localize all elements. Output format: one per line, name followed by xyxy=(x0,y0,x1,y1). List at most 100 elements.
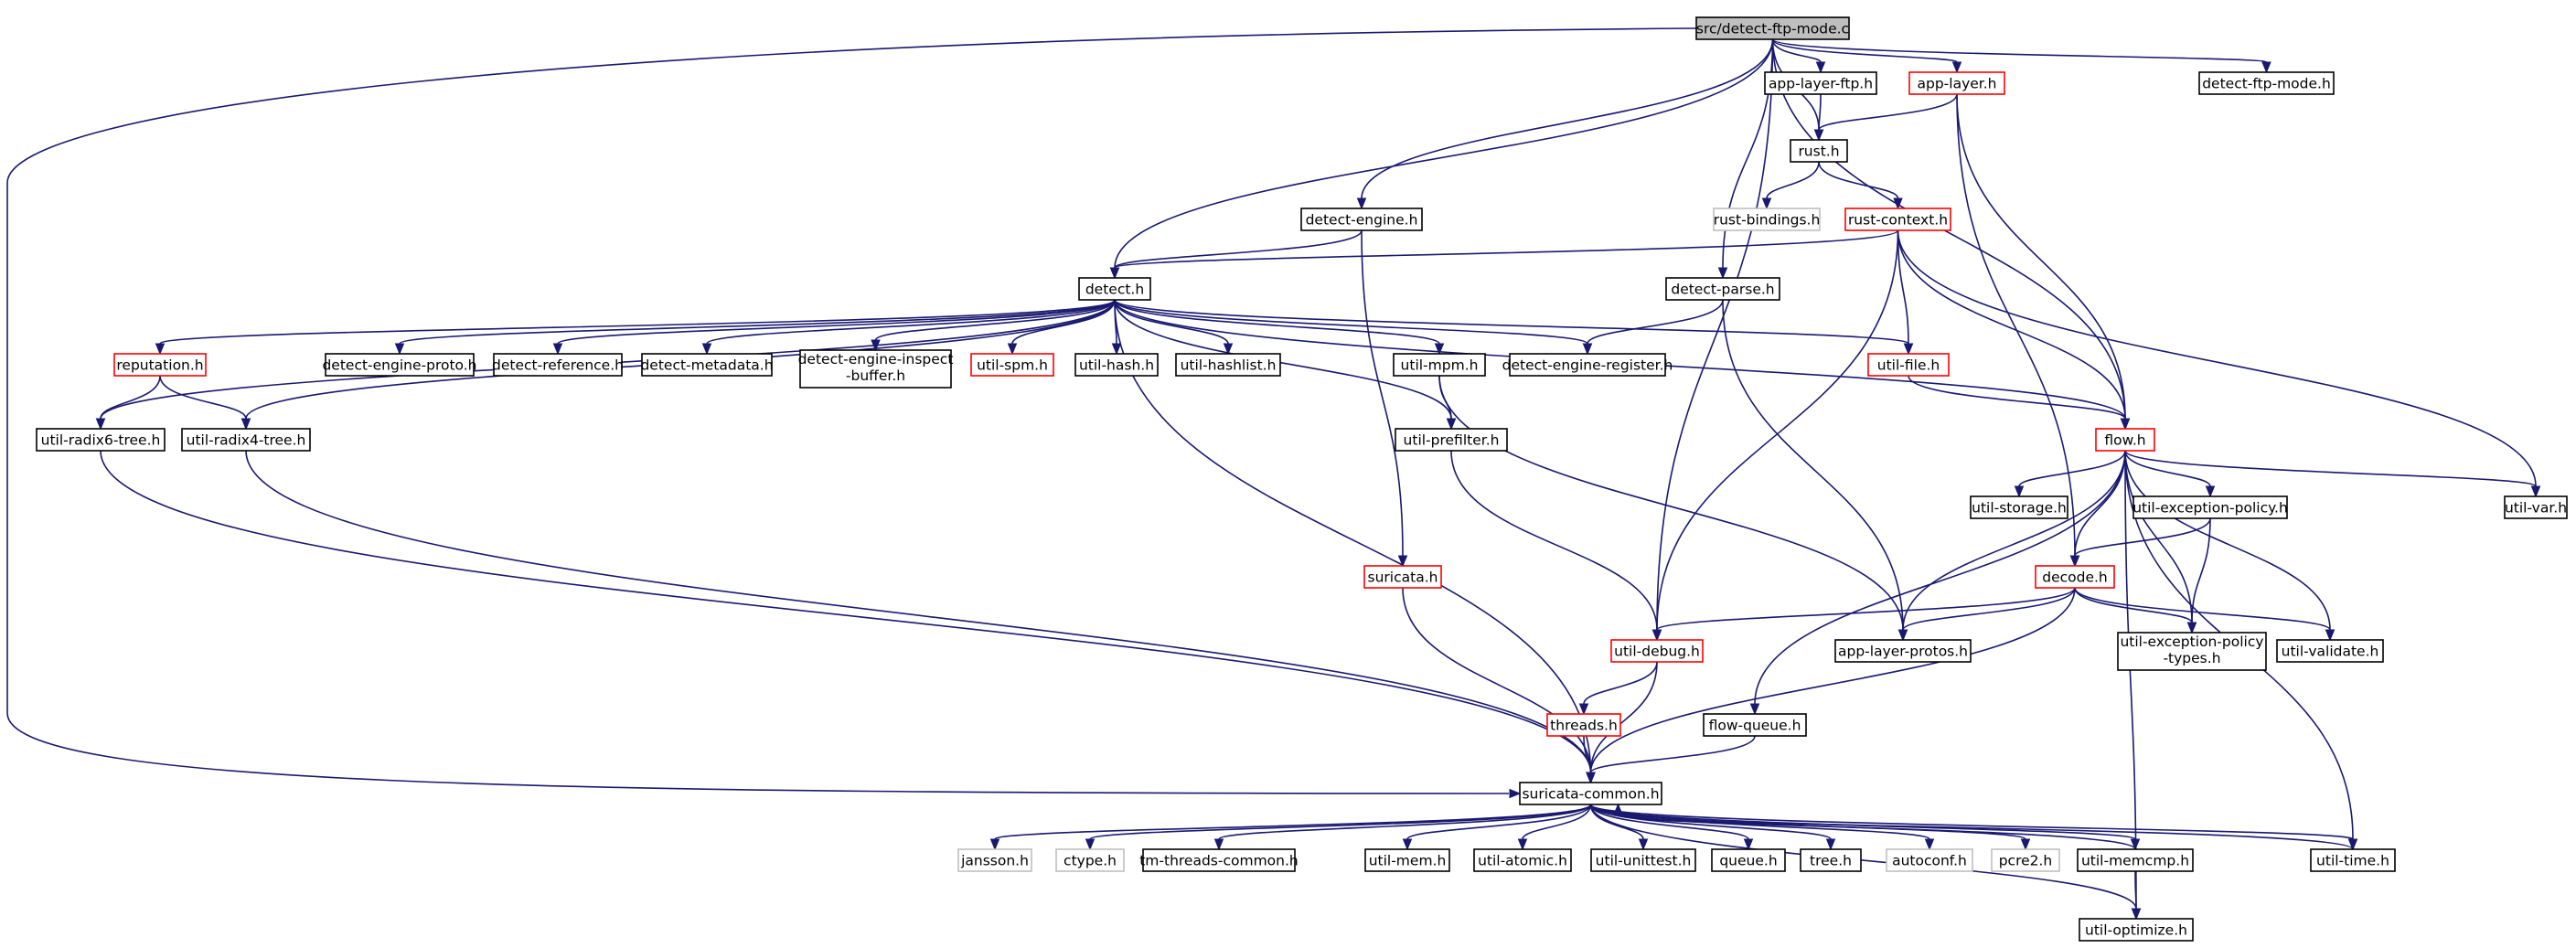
node-app-layer-ftp[interactable]: app-layer-ftp.h xyxy=(1764,71,1877,95)
edge-arrowhead xyxy=(1743,838,1754,851)
node-detect-engine-inspect-buffer[interactable]: detect-engine-inspect-buffer.h xyxy=(798,349,954,389)
edge-line xyxy=(1114,229,1899,269)
edge-detect-to-detect-reference xyxy=(552,299,1116,356)
edge-arrowhead xyxy=(1903,343,1914,356)
edge-arrowhead xyxy=(1586,772,1596,784)
node-util-time[interactable]: util-time.h xyxy=(2310,848,2396,872)
edge-line xyxy=(2134,870,2137,910)
edge-line xyxy=(1589,804,2137,910)
node-util-mem[interactable]: util-mem.h xyxy=(1364,848,1450,872)
node-threads[interactable]: threads.h xyxy=(1546,713,1621,737)
node-util-radix6-tree[interactable]: util-radix6-tree.h xyxy=(36,428,166,452)
node-util-spm[interactable]: util-spm.h xyxy=(970,353,1054,377)
node-suricata[interactable]: suricata.h xyxy=(1363,565,1442,589)
edge-flow-to-flow-queue xyxy=(1749,450,2126,716)
edge-arrowhead xyxy=(552,343,563,356)
node-detect-engine[interactable]: detect-engine.h xyxy=(1300,208,1423,231)
edge-arrowhead xyxy=(1111,343,1122,356)
node-box xyxy=(2079,918,2194,942)
node-util-optimize[interactable]: util-optimize.h xyxy=(2079,918,2194,942)
node-util-file[interactable]: util-file.h xyxy=(1867,353,1950,377)
edge-line xyxy=(399,299,1116,345)
edge-flow-to-util-storage xyxy=(2014,450,2126,498)
node-autoconf[interactable]: autoconf.h xyxy=(1886,848,1973,872)
node-label: util-radix4-tree.h xyxy=(187,432,306,449)
node-box xyxy=(1703,713,1807,737)
edge-line xyxy=(1218,804,1592,840)
node-rust[interactable]: rust.h xyxy=(1790,139,1848,163)
edge-detect-to-util-hashlist xyxy=(1114,299,1234,356)
edge-line xyxy=(2124,450,2331,631)
node-util-atomic[interactable]: util-atomic.h xyxy=(1473,848,1572,872)
node-util-prefilter[interactable]: util-prefilter.h xyxy=(1395,428,1508,452)
edge-line xyxy=(994,804,1592,840)
node-detect-reference[interactable]: detect-reference.h xyxy=(492,353,624,377)
node-reputation[interactable]: reputation.h xyxy=(113,353,207,377)
edge-line xyxy=(159,299,1116,345)
node-box xyxy=(1590,848,1696,872)
node-detect-metadata[interactable]: detect-metadata.h xyxy=(640,353,774,377)
node-util-exception-policy-types[interactable]: util-exception-policy-types.h xyxy=(2117,632,2267,671)
node-app-layer[interactable]: app-layer.h xyxy=(1908,71,2005,95)
edge-detect-engine-to-suricata xyxy=(1361,229,1408,568)
node-app-layer-protos[interactable]: app-layer-protos.h xyxy=(1834,639,1972,663)
edge-line xyxy=(1114,38,1774,269)
node-detect-ftp-mode[interactable]: detect-ftp-mode.h xyxy=(2198,71,2335,95)
edge-arrowhead xyxy=(2186,622,2197,634)
node-detect-parse[interactable]: detect-parse.h xyxy=(1665,277,1780,301)
node-rust-context[interactable]: rust-context.h xyxy=(1844,208,1951,231)
node-pcre2[interactable]: pcre2.h xyxy=(1991,848,2060,872)
node-flow-queue[interactable]: flow-queue.h xyxy=(1703,713,1807,737)
node-rust-bindings[interactable]: rust-bindings.h xyxy=(1713,208,1821,231)
edge-line xyxy=(557,299,1116,345)
node-flow[interactable]: flow.h xyxy=(2095,428,2155,452)
node-label: ctype.h xyxy=(1064,853,1117,869)
node-jansson[interactable]: jansson.h xyxy=(957,848,1032,872)
edge-arrowhead xyxy=(2120,418,2131,431)
node-util-hash[interactable]: util-hash.h xyxy=(1074,353,1159,377)
edge-rust-context-to-flow xyxy=(1897,229,2131,431)
node-util-exception-policy[interactable]: util-exception-policy.h xyxy=(2132,495,2288,519)
edge-line xyxy=(1589,804,2354,840)
node-util-debug[interactable]: util-debug.h xyxy=(1610,639,1704,663)
node-ctype[interactable]: ctype.h xyxy=(1055,848,1125,872)
edge-root-to-flow xyxy=(1771,38,2131,431)
edge-rust-to-rust-context xyxy=(1818,161,1903,210)
node-decode[interactable]: decode.h xyxy=(2035,565,2115,589)
node-util-memcmp[interactable]: util-memcmp.h xyxy=(2077,848,2194,872)
edge-arrowhead xyxy=(1761,197,1772,210)
node-label: util-optimize.h xyxy=(2085,922,2187,939)
node-label: rust-bindings.h xyxy=(1714,212,1821,229)
node-util-storage[interactable]: util-storage.h xyxy=(1970,495,2068,519)
node-tree[interactable]: tree.h xyxy=(1800,848,1862,872)
edge-reputation-to-util-radix6-tree xyxy=(95,375,161,431)
edge-line xyxy=(1450,450,1658,631)
node-queue[interactable]: queue.h xyxy=(1711,848,1786,872)
node-label: queue.h xyxy=(1719,853,1777,869)
node-util-var[interactable]: util-var.h xyxy=(2504,495,2568,519)
node-util-mpm[interactable]: util-mpm.h xyxy=(1393,353,1486,377)
node-detect-engine-register[interactable]: detect-engine-register.h xyxy=(1502,353,1673,377)
node-util-hashlist[interactable]: util-hashlist.h xyxy=(1175,353,1281,377)
node-label: util-prefilter.h xyxy=(1404,432,1500,449)
node-detect-engine-proto[interactable]: detect-engine-proto.h xyxy=(322,353,477,377)
node-tm-threads-common[interactable]: tm-threads-common.h xyxy=(1139,848,1299,872)
node-box xyxy=(1711,848,1786,872)
node-box xyxy=(2276,639,2384,663)
node-label: util-unittest.h xyxy=(1596,853,1692,869)
node-util-validate[interactable]: util-validate.h xyxy=(2276,639,2384,663)
node-suricata-common[interactable]: suricata-common.h xyxy=(1519,782,1662,805)
node-util-radix4-tree[interactable]: util-radix4-tree.h xyxy=(181,428,311,452)
node-label: util-mpm.h xyxy=(1401,357,1479,374)
node-detect[interactable]: detect.h xyxy=(1078,277,1151,301)
node-box xyxy=(1300,208,1423,231)
edge-util-radix4-tree-to-suricata-common xyxy=(245,450,1596,784)
node-label: util-validate.h xyxy=(2282,644,2379,660)
node-box xyxy=(2117,632,2267,671)
edge-arrowhead xyxy=(1446,418,1457,431)
edge-app-layer-to-rust xyxy=(1813,93,1958,142)
edge-suricata-common-to-jansson xyxy=(989,804,1592,851)
node-root[interactable]: src/detect-ftp-mode.c xyxy=(1695,16,1850,40)
node-util-unittest[interactable]: util-unittest.h xyxy=(1590,848,1696,872)
node-box xyxy=(1055,848,1125,872)
